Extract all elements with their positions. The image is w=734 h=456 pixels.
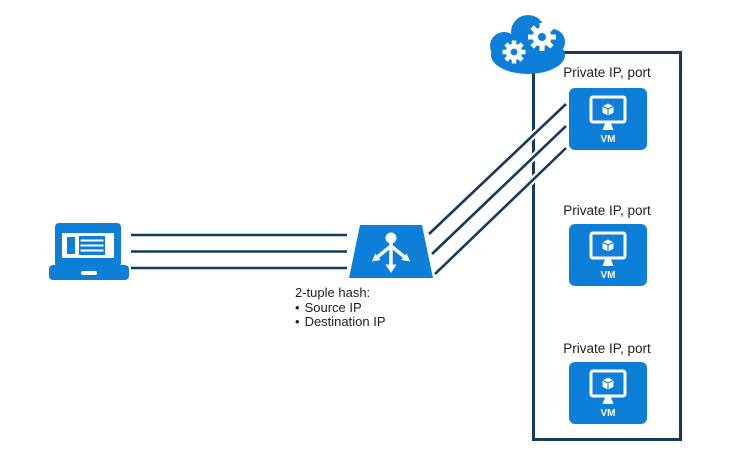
monitor-icon xyxy=(589,95,627,124)
vm3-icon: VM xyxy=(569,362,647,424)
monitor-stand xyxy=(602,259,614,266)
lb-caption-item: • Source IP xyxy=(295,299,362,315)
vm1-icon: VM xyxy=(569,88,647,150)
load-balancer-icon xyxy=(349,225,433,278)
monitor-stand xyxy=(602,397,614,404)
bullet-glyph: • xyxy=(295,299,300,315)
monitor-icon xyxy=(589,231,627,260)
load-balancer-arrows xyxy=(372,232,410,273)
cube-icon xyxy=(602,377,614,390)
laptop-icon xyxy=(49,223,129,280)
monitor-icon xyxy=(589,369,627,398)
vm1-label: Private IP, port xyxy=(563,65,651,80)
vm-badge: VM xyxy=(601,270,616,281)
lb-caption-item: • Destination IP xyxy=(295,314,386,329)
lb-caption: 2-tuple hash: • Source IP • Destination … xyxy=(295,285,386,330)
vm-tile xyxy=(569,224,647,286)
vm2-icon: VM xyxy=(569,224,647,286)
lb-caption-title: 2-tuple hash: xyxy=(295,285,371,300)
vm-badge: VM xyxy=(601,134,616,145)
monitor-stand xyxy=(602,123,614,130)
backend-pool-boundary xyxy=(532,51,682,441)
lb-to-vm-lines xyxy=(426,101,569,277)
vm-badge: VM xyxy=(601,408,616,419)
cube-icon xyxy=(602,239,614,252)
cloud-gears-icon xyxy=(490,15,565,74)
client-to-lb-lines xyxy=(131,233,347,270)
vm-tile xyxy=(569,88,647,150)
laptop-screen-content xyxy=(67,236,105,255)
cube-icon xyxy=(602,103,614,116)
laptop-touchpad xyxy=(81,271,97,275)
vm3-label: Private IP, port xyxy=(563,341,651,356)
gear-small-icon xyxy=(502,40,526,64)
vm-tile xyxy=(569,362,647,424)
bullet-glyph: • xyxy=(295,314,300,329)
gear-large-icon xyxy=(528,23,556,51)
vm2-label: Private IP, port xyxy=(563,203,651,218)
